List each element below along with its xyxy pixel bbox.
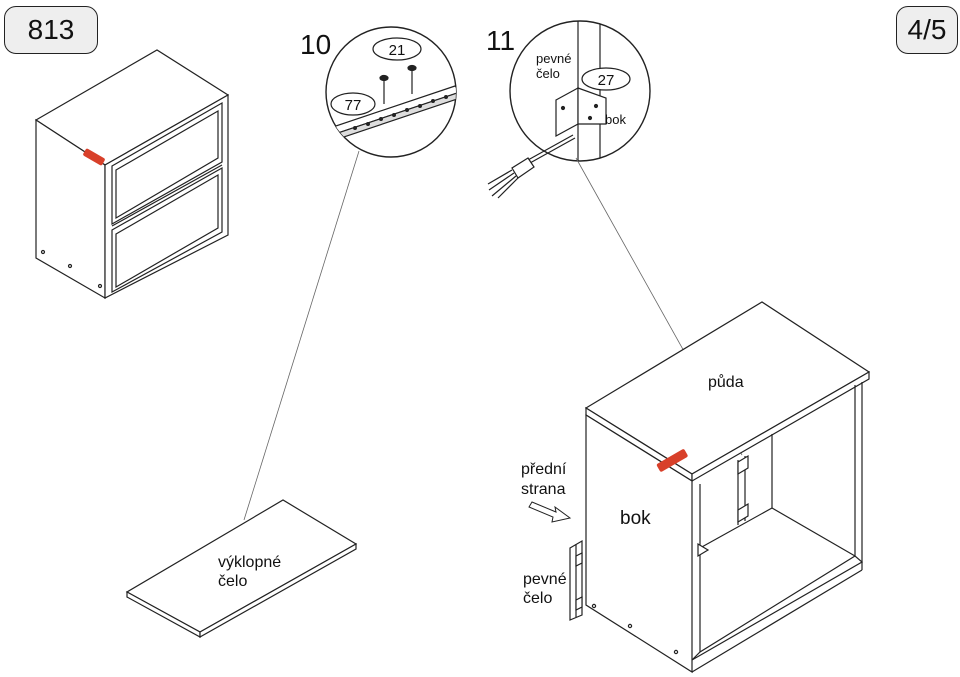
flip-front-label: výklopné čelo [218, 554, 281, 590]
page-indicator-badge: 4/5 [896, 6, 958, 54]
flip-front-label-line2: čelo [218, 573, 247, 590]
callout-27-label: 27 [598, 72, 615, 89]
step-11-fixed-front-label: pevné čelo [536, 51, 571, 81]
side-label: bok [620, 508, 651, 529]
fixed-front-label-line1: pevné [523, 571, 567, 588]
step-11-detail [509, 20, 651, 162]
step-11-fixed-front-line1: pevné [536, 51, 571, 66]
callout-21: 21 [372, 37, 422, 61]
callout-21-label: 21 [389, 42, 406, 59]
callout-77-label: 77 [345, 97, 362, 114]
front-side-label: přední strana [521, 461, 567, 498]
flip-front-panel [125, 499, 358, 639]
page-indicator: 4/5 [907, 14, 947, 45]
callout-27: 27 [581, 67, 631, 91]
brand-logo-large [656, 449, 688, 472]
step-10-label: 10 [300, 29, 331, 60]
front-side-arrow-icon [528, 501, 572, 523]
screwdriver-icon [487, 134, 576, 199]
front-side-label-line2: strana [521, 481, 566, 498]
step-11-fixed-front-line2: čelo [536, 66, 560, 81]
fixed-front-label-line2: čelo [523, 590, 552, 607]
flip-front-label-line1: výklopné [218, 554, 281, 571]
fixed-front-label: pevné čelo [523, 571, 567, 607]
finished-cabinet-illustration [34, 49, 230, 300]
callout-77: 77 [330, 92, 376, 116]
step-10-number: 10 [300, 29, 331, 60]
cabinet-carcass-illustration [569, 301, 871, 674]
model-number-badge: 813 [4, 6, 98, 54]
brand-logo-small [83, 148, 105, 166]
leader-line-step-10 [243, 150, 360, 521]
step-11-label: 11 [486, 25, 515, 56]
top-label: půda [708, 373, 744, 391]
model-number: 813 [27, 14, 75, 45]
step-11-number: 11 [486, 25, 515, 56]
step-11-side-label: bok [605, 112, 626, 127]
step-10-detail [325, 26, 457, 158]
front-side-label-line1: přední [521, 461, 567, 478]
